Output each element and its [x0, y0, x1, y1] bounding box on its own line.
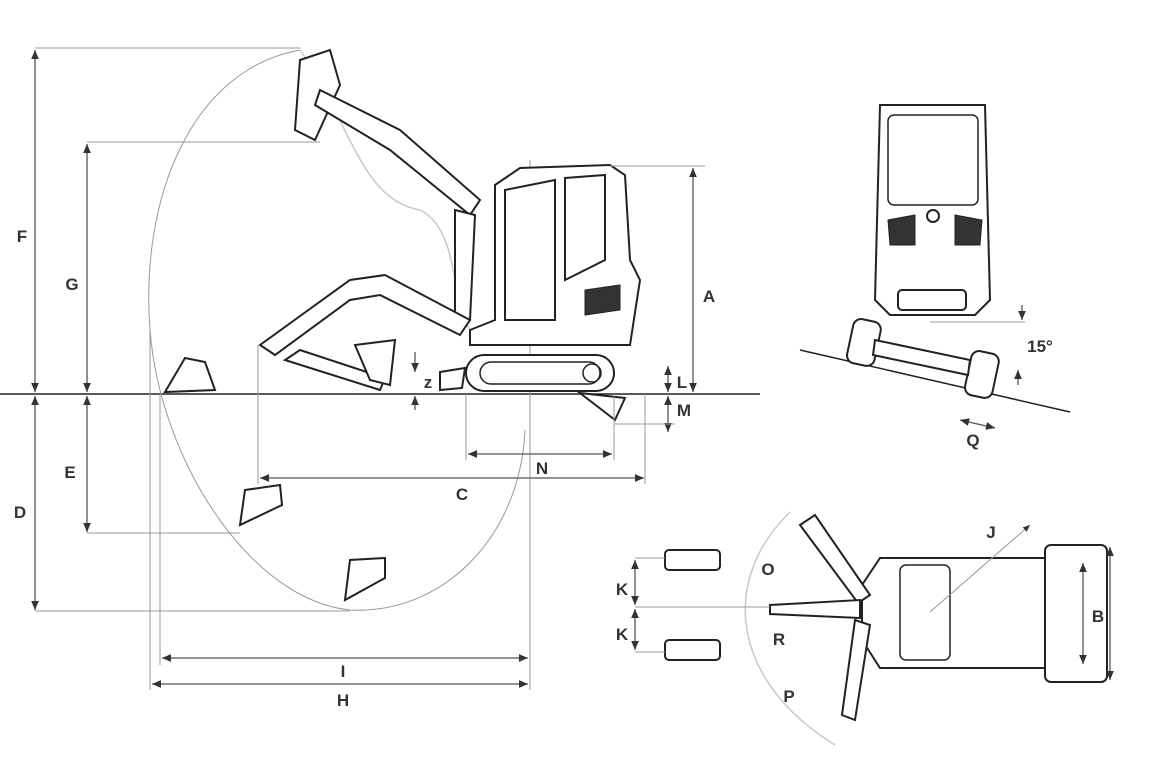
label-D: D: [14, 503, 26, 522]
label-F: F: [17, 227, 27, 246]
label-15-degrees: 15°: [1027, 337, 1053, 356]
working-envelope: [148, 49, 526, 611]
bucket-mid: [238, 483, 284, 527]
label-K-right: K: [616, 625, 629, 644]
side-view: F G A E D C N L M z I H: [0, 47, 760, 710]
label-N: N: [536, 459, 548, 478]
label-A: A: [703, 287, 715, 306]
bucket-ground: [163, 356, 217, 394]
label-P: P: [783, 687, 794, 706]
excavator-cab: [469, 163, 642, 346]
top-view: J O K K R P B: [616, 511, 1114, 746]
swing-arc: [744, 511, 836, 746]
label-z: z: [424, 373, 433, 392]
label-C: C: [456, 485, 468, 504]
label-K-left: K: [616, 580, 629, 599]
label-L: L: [677, 373, 687, 392]
offset-boom-positions: [664, 549, 721, 661]
label-Q: Q: [966, 431, 979, 450]
label-R: R: [773, 630, 785, 649]
track-undercarriage: [439, 354, 627, 422]
label-O: O: [761, 560, 774, 579]
bucket-deep: [343, 556, 386, 602]
label-H: H: [337, 691, 349, 710]
label-E: E: [64, 463, 75, 482]
boom-lowered: [258, 273, 472, 392]
label-J: J: [986, 523, 995, 542]
label-B: B: [1092, 607, 1104, 626]
label-I: I: [341, 662, 346, 681]
label-M: M: [677, 401, 691, 420]
label-G: G: [65, 275, 78, 294]
slope-line: [799, 349, 1071, 413]
boom-raised: [293, 48, 482, 321]
dim-Q: [959, 418, 996, 430]
rear-view: 15° Q: [799, 104, 1071, 450]
